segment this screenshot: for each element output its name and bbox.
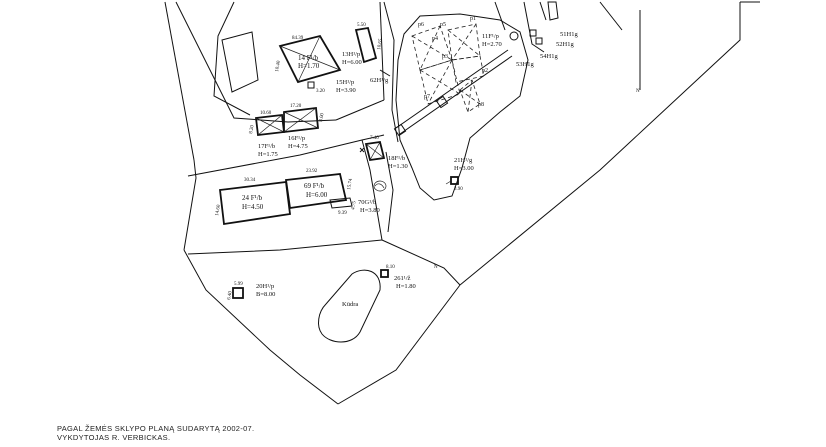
svg-text:Kūdra: Kūdra: [342, 301, 358, 308]
svg-text:21H¹/g: 21H¹/g: [454, 157, 473, 164]
svg-text:p8: p8: [478, 102, 484, 108]
svg-text:5.50: 5.50: [357, 23, 366, 28]
building-21: 21H¹/g H=3.00 3.90: [445, 157, 474, 192]
building-70: 70G¹/b H=3.80 4.75 9.39: [329, 197, 380, 216]
svg-text:23.92: 23.92: [306, 169, 318, 174]
svg-text:H=3.00: H=3.00: [454, 165, 474, 172]
svg-text:p1: p1: [470, 16, 476, 22]
building-18: 7.40 18F¹/b H=1.30: [359, 136, 408, 170]
building-20: 5.99 6.40 20H¹/p B=8.00: [227, 282, 275, 300]
svg-text:H=1.80: H=1.80: [396, 283, 416, 290]
svg-text:8.00: 8.00: [319, 112, 326, 122]
svg-text:B=8.00: B=8.00: [256, 291, 275, 298]
svg-text:24 F¹/b: 24 F¹/b: [242, 194, 263, 202]
footer-note-executor: VYKDYTOJAS R. VERBICKAS.: [57, 433, 171, 442]
building-13: 13H¹/p H=6.00 5.50 10.65: [342, 23, 384, 66]
building-16: 16F¹/p H=4.75 17.20 8.00: [283, 104, 326, 150]
svg-text:H=4.75: H=4.75: [288, 143, 308, 150]
svg-text:3.20: 3.20: [316, 89, 325, 94]
svg-text:p5: p5: [440, 22, 446, 28]
line-markers: N N: [434, 89, 640, 270]
blob-area: [395, 13, 529, 201]
svg-text:15H¹/p: 15H¹/p: [336, 79, 354, 86]
svg-text:H=6.00: H=6.00: [306, 191, 328, 199]
svg-text:N: N: [434, 265, 438, 270]
svg-text:69 F¹/b: 69 F¹/b: [304, 182, 325, 190]
svg-text:p6: p6: [418, 22, 424, 28]
svg-text:30.34: 30.34: [244, 178, 256, 183]
svg-text:11F¹/p: 11F¹/p: [482, 33, 499, 40]
svg-text:18F¹/b: 18F¹/b: [388, 155, 405, 162]
svg-text:84.39: 84.39: [292, 36, 304, 41]
svg-text:6.40: 6.40: [227, 290, 234, 300]
pipe-structure: [393, 49, 513, 137]
svg-text:17.20: 17.20: [290, 104, 302, 109]
building-11: 11F¹/p H=2.70: [482, 31, 519, 48]
svg-text:N: N: [636, 89, 640, 94]
svg-text:261¹/ž: 261¹/ž: [394, 275, 411, 282]
svg-text:10.60: 10.60: [260, 111, 272, 116]
svg-text:3.90: 3.90: [454, 187, 463, 192]
svg-text:70G¹/b: 70G¹/b: [358, 199, 376, 206]
building-62: 62H¹/g: [370, 69, 391, 84]
svg-text:10.40: 10.40: [275, 60, 282, 72]
svg-text:16F¹/p: 16F¹/p: [288, 135, 305, 142]
svg-text:8.20: 8.20: [249, 124, 256, 134]
svg-text:H=1.75: H=1.75: [258, 151, 278, 158]
building-15: 15H¹/p H=3.90 3.20: [307, 79, 356, 94]
svg-text:H=3.90: H=3.90: [336, 87, 356, 94]
svg-text:p3: p3: [442, 54, 448, 60]
dashed-building-group: p1 p2 p3 p4 p5 p6 p7 p8: [411, 16, 488, 113]
svg-text:62H¹/g: 62H¹/g: [370, 77, 389, 84]
svg-text:H=4.50: H=4.50: [242, 203, 264, 211]
svg-text:54H1g: 54H1g: [540, 53, 558, 60]
svg-text:14.60: 14.60: [215, 204, 222, 216]
building-51-54: 51H1g 52H1g 53H1g 54H1g: [516, 1, 578, 68]
svg-text:7.40: 7.40: [370, 136, 379, 141]
svg-text:17F¹/b: 17F¹/b: [258, 143, 275, 150]
svg-text:H=1.30: H=1.30: [388, 163, 408, 170]
svg-text:53H1g: 53H1g: [516, 61, 534, 68]
svg-text:4.75: 4.75: [351, 200, 358, 210]
svg-text:H=3.80: H=3.80: [360, 207, 380, 214]
building-17: 17F¹/b H=1.75 10.60 8.20: [249, 111, 285, 158]
building-69: 69 F¹/b H=6.00 23.92 15.74: [284, 169, 354, 210]
building-14: 14 F¹/b H=1.70 84.39 10.40: [275, 34, 342, 84]
svg-text:H=6.00: H=6.00: [342, 59, 362, 66]
svg-text:5.99: 5.99: [234, 282, 243, 287]
svg-text:H=2.70: H=2.70: [482, 41, 502, 48]
svg-text:9.39: 9.39: [338, 211, 347, 216]
footer-note-source: PAGAL ŽEMĖS SKLYPO PLANĄ SUDARYTĄ 2002-0…: [57, 424, 255, 433]
svg-text:p7: p7: [424, 94, 430, 100]
parcel-boundaries: [164, 1, 760, 405]
svg-text:p4: p4: [432, 36, 438, 42]
svg-text:p2: p2: [482, 68, 488, 74]
building-261: 8.10 261¹/ž H=1.80: [380, 265, 416, 290]
building-24: 24 F¹/b H=4.50 30.34 14.60: [215, 178, 292, 226]
tree-symbol: [373, 180, 387, 192]
inner-plot: [221, 31, 259, 93]
svg-text:20H¹/p: 20H¹/p: [256, 283, 274, 290]
svg-text:H=1.70: H=1.70: [298, 62, 320, 70]
svg-text:51H1g: 51H1g: [560, 31, 578, 38]
svg-text:8.10: 8.10: [386, 265, 395, 270]
svg-text:14 F¹/b: 14 F¹/b: [298, 54, 319, 62]
pond: Kūdra: [318, 269, 381, 343]
svg-text:52H1g: 52H1g: [556, 41, 574, 48]
svg-text:13H¹/p: 13H¹/p: [342, 51, 360, 58]
svg-text:15.74: 15.74: [347, 178, 354, 190]
svg-text:10.65: 10.65: [377, 38, 384, 50]
